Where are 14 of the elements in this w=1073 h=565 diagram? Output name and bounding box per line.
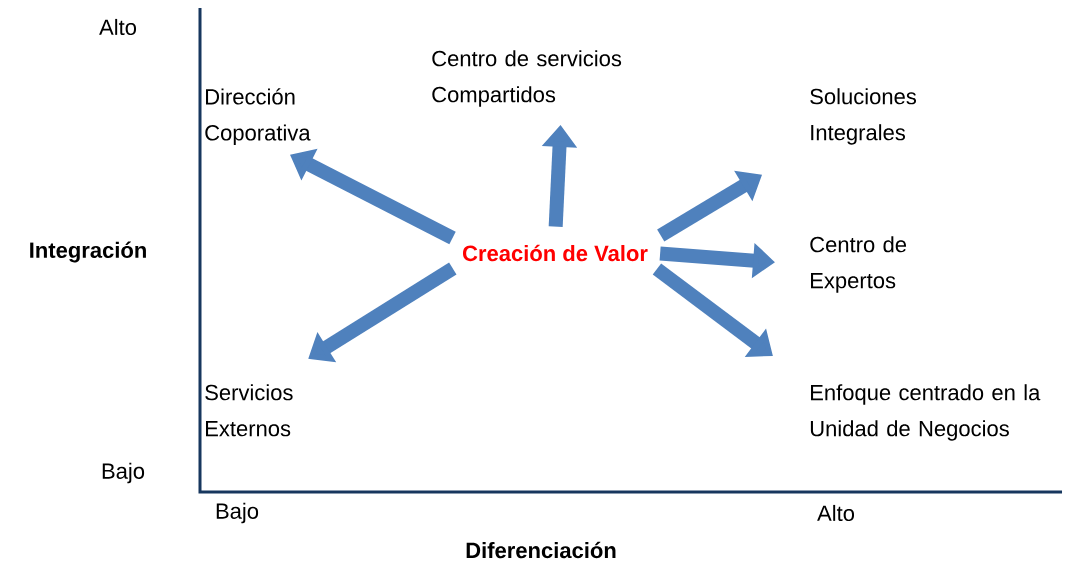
quadrant-label: Enfoque centrado en la Unidad de Negocios (810, 384, 1041, 441)
quadrant-label: Centro de servicios Compartidos (432, 50, 622, 107)
axis-title: Diferenciación (466, 541, 616, 559)
quadrant-label: Servicios Externos (205, 384, 293, 437)
axis-title: Integración (30, 241, 146, 263)
axis-label: Alto (99, 18, 137, 36)
block-arrow (652, 263, 773, 357)
quadrant-label: Centro de Expertos (810, 236, 907, 293)
center-label: Creación de Valor (463, 244, 648, 262)
quadrant-label: Soluciones Integrales (810, 88, 916, 145)
axis-label: Bajo (216, 502, 259, 524)
axis-label: Bajo (102, 462, 145, 484)
axis-label: Alto (817, 504, 855, 522)
quadrant-label: Dirección Coporativa (205, 88, 311, 145)
